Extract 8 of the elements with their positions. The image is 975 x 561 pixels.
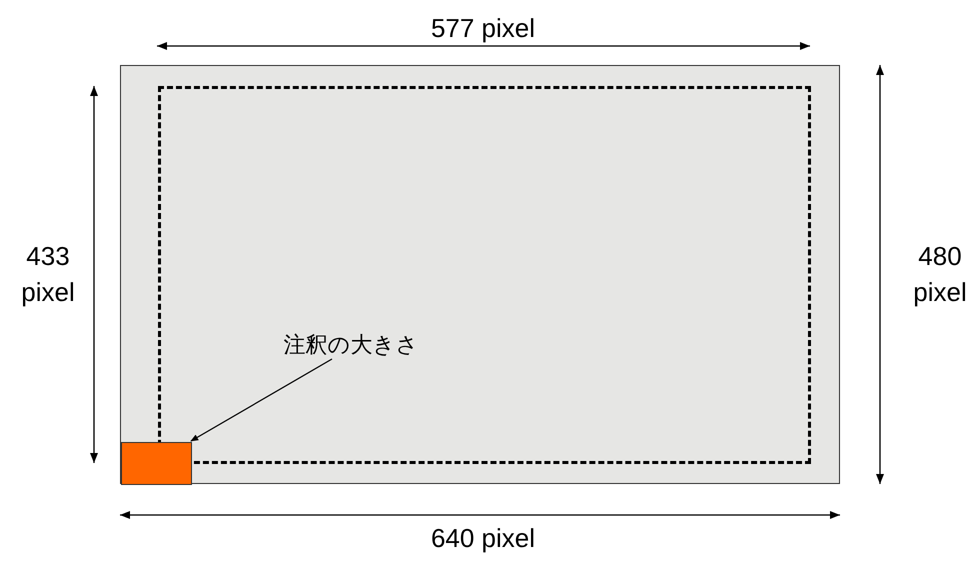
dimension-label: 480 pixel (912, 240, 968, 309)
image-area (120, 65, 840, 484)
leader-line (190, 358, 332, 442)
callout-text: 注釈の大きさ (266, 327, 436, 363)
dimension-label: 577 pixel (430, 12, 536, 45)
annotation-box (121, 442, 192, 485)
dimension-label: 433 pixel (20, 240, 76, 309)
dimension-label: 640 pixel (430, 522, 536, 555)
